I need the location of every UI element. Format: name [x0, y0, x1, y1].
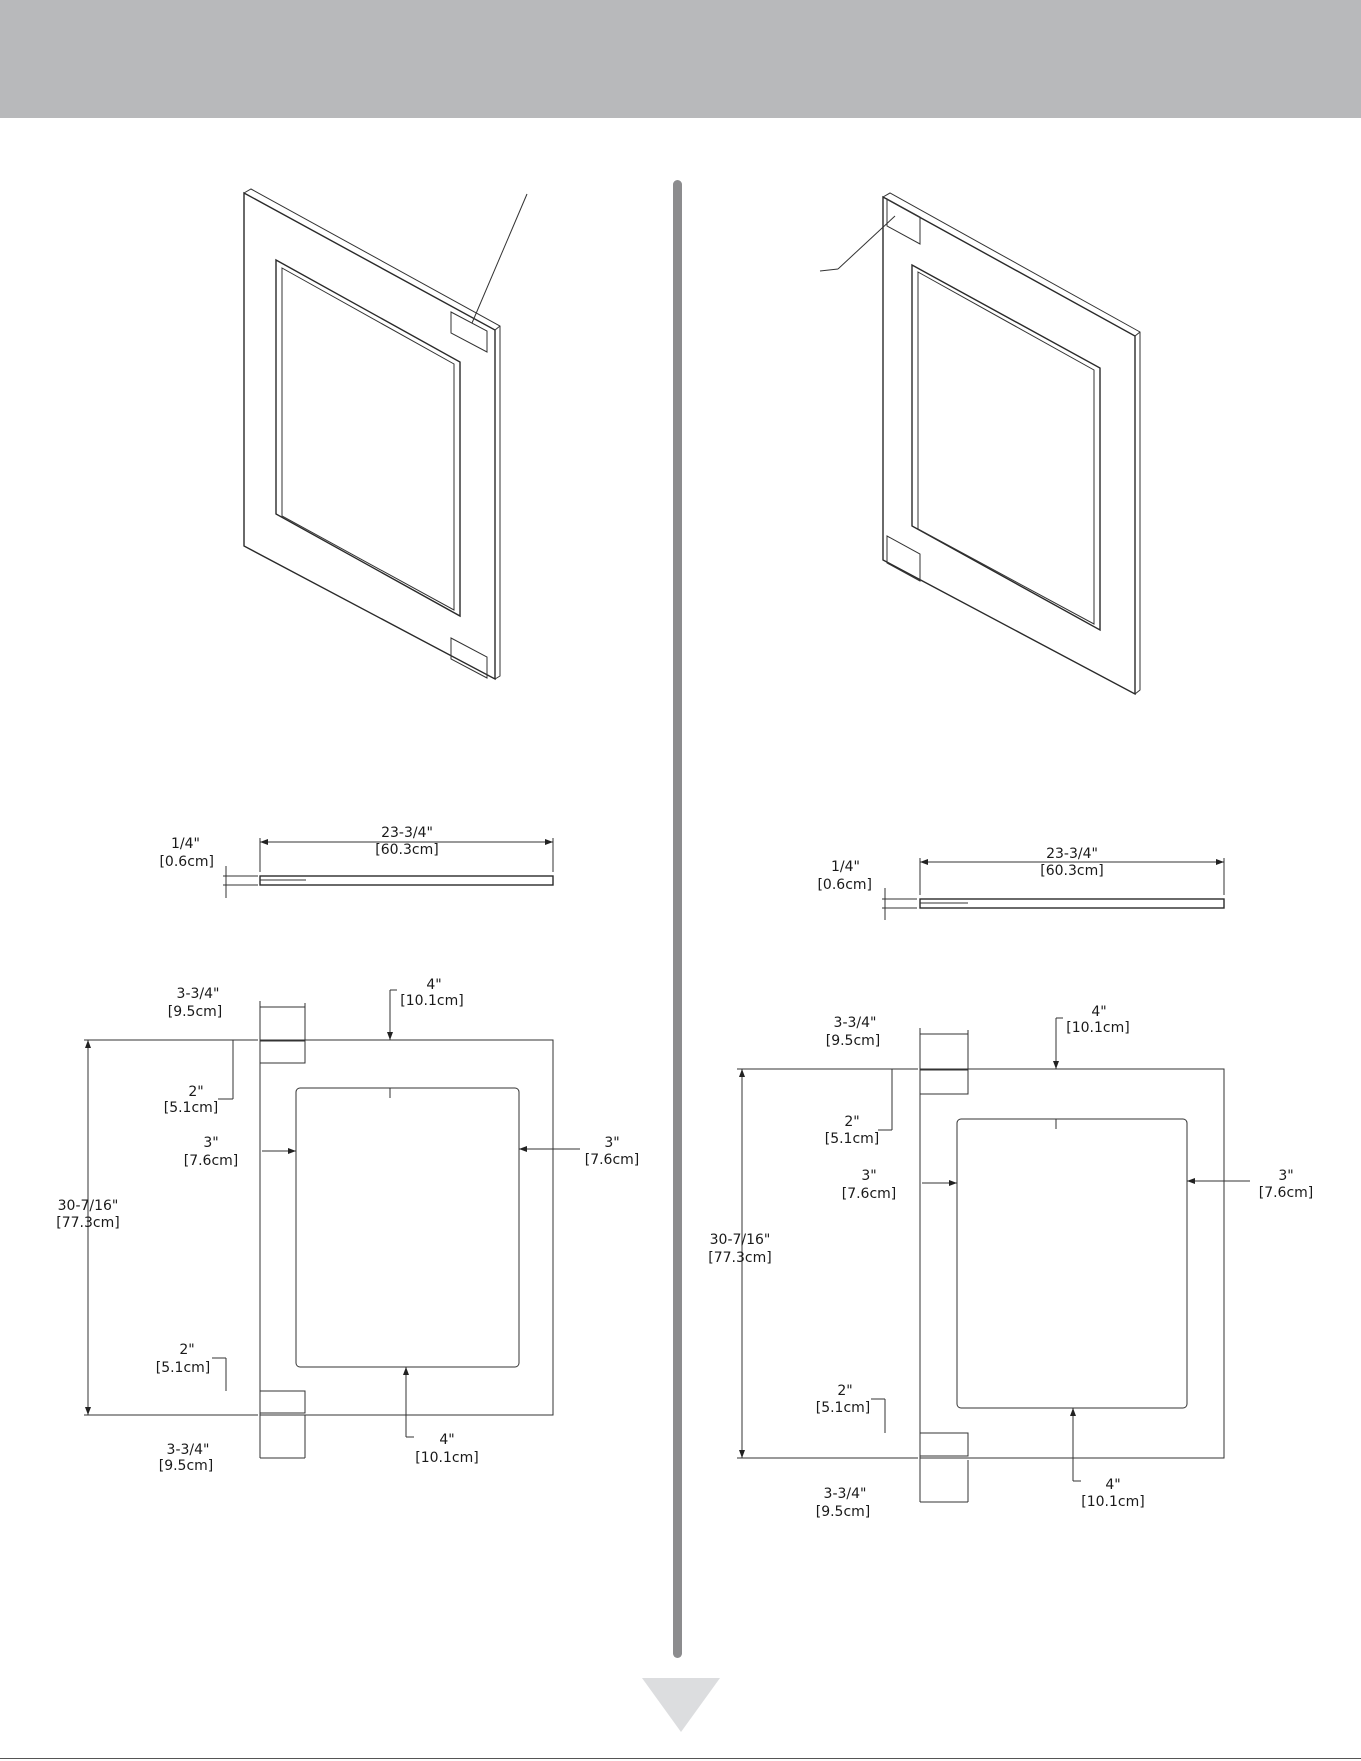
- left-right-stile-label: 3": [604, 1135, 619, 1151]
- left-right-stile-metric-label: [7.6cm]: [585, 1152, 640, 1168]
- left-side-thickness-label: 1/4": [171, 836, 200, 852]
- right-right-stile-label: 3": [1278, 1168, 1293, 1184]
- left-side-width-label: 23-3/4": [381, 825, 433, 841]
- left-notch-top-width-metric-label: [9.5cm]: [168, 1004, 223, 1020]
- right-bottom-rail-metric-label: [10.1cm]: [1081, 1494, 1144, 1510]
- left-notch-bottom-width-label: 3-3/4": [167, 1442, 210, 1458]
- left-leader-line: [472, 194, 527, 323]
- right-notch-top-width-label: 3-3/4": [834, 1015, 877, 1031]
- left-notch-bottom-height-label: 2": [179, 1342, 194, 1358]
- right-notch-top-width-metric-label: [9.5cm]: [826, 1033, 881, 1049]
- right-left-stile-metric-label: [7.6cm]: [842, 1186, 897, 1202]
- left-left-stile-metric-label: [7.6cm]: [184, 1153, 239, 1169]
- left-height-metric-label: [77.3cm]: [56, 1215, 119, 1231]
- right-notch-top-height-metric-label: [5.1cm]: [825, 1131, 880, 1147]
- left-notch-top-height-label: 2": [188, 1084, 203, 1100]
- right-notch-bottom-width-metric-label: [9.5cm]: [816, 1504, 871, 1520]
- right-notch-top-height-label: 2": [844, 1114, 859, 1130]
- right-height-metric-label: [77.3cm]: [708, 1250, 771, 1266]
- left-bottom-rail-metric-label: [10.1cm]: [415, 1450, 478, 1466]
- left-height-label: 30-7/16": [58, 1198, 119, 1214]
- left-bottom-rail-label: 4": [439, 1432, 454, 1448]
- left-isometric-panel: [244, 189, 527, 679]
- left-notch-top-height-metric-label: [5.1cm]: [164, 1100, 219, 1116]
- right-side-width-metric-label: [60.3cm]: [1040, 863, 1103, 879]
- left-top-rail-label: 4": [426, 977, 441, 993]
- right-side-thickness-label: 1/4": [831, 859, 860, 875]
- left-left-stile-label: 3": [203, 1135, 218, 1151]
- right-notch-bottom-height-metric-label: [5.1cm]: [816, 1400, 871, 1416]
- right-left-stile-label: 3": [861, 1168, 876, 1184]
- right-side-view: 23-3/4" [60.3cm] 1/4" [0.6cm]: [817, 846, 1224, 920]
- right-side-width-label: 23-3/4": [1046, 846, 1098, 862]
- left-front-view: 3-3/4" [9.5cm] 2" [5.1cm] 4" [10.1cm] 3"…: [56, 977, 639, 1474]
- right-leader-line: [838, 216, 895, 269]
- left-notch-bottom-width-metric-label: [9.5cm]: [159, 1458, 214, 1474]
- right-bottom-rail-label: 4": [1105, 1477, 1120, 1493]
- right-notch-bottom-width-label: 3-3/4": [824, 1486, 867, 1502]
- right-height-label: 30-7/16": [710, 1232, 771, 1248]
- right-front-view: 3-3/4" [9.5cm] 2" [5.1cm] 4" [10.1cm] 3"…: [708, 1004, 1313, 1520]
- left-side-thickness-metric-label: [0.6cm]: [159, 854, 214, 870]
- left-notch-top-width-label: 3-3/4": [177, 986, 220, 1002]
- left-side-view: 23-3/4" [60.3cm] 1/4" [0.6cm]: [159, 825, 553, 898]
- right-side-thickness-metric-label: [0.6cm]: [817, 877, 872, 893]
- right-top-rail-metric-label: [10.1cm]: [1066, 1020, 1129, 1036]
- left-side-width-metric-label: [60.3cm]: [375, 842, 438, 858]
- right-isometric-panel: [820, 193, 1140, 694]
- right-notch-bottom-height-label: 2": [837, 1383, 852, 1399]
- right-top-rail-label: 4": [1091, 1004, 1106, 1020]
- left-top-rail-metric-label: [10.1cm]: [400, 993, 463, 1009]
- right-right-stile-metric-label: [7.6cm]: [1259, 1185, 1314, 1201]
- left-notch-bottom-height-metric-label: [5.1cm]: [156, 1360, 211, 1376]
